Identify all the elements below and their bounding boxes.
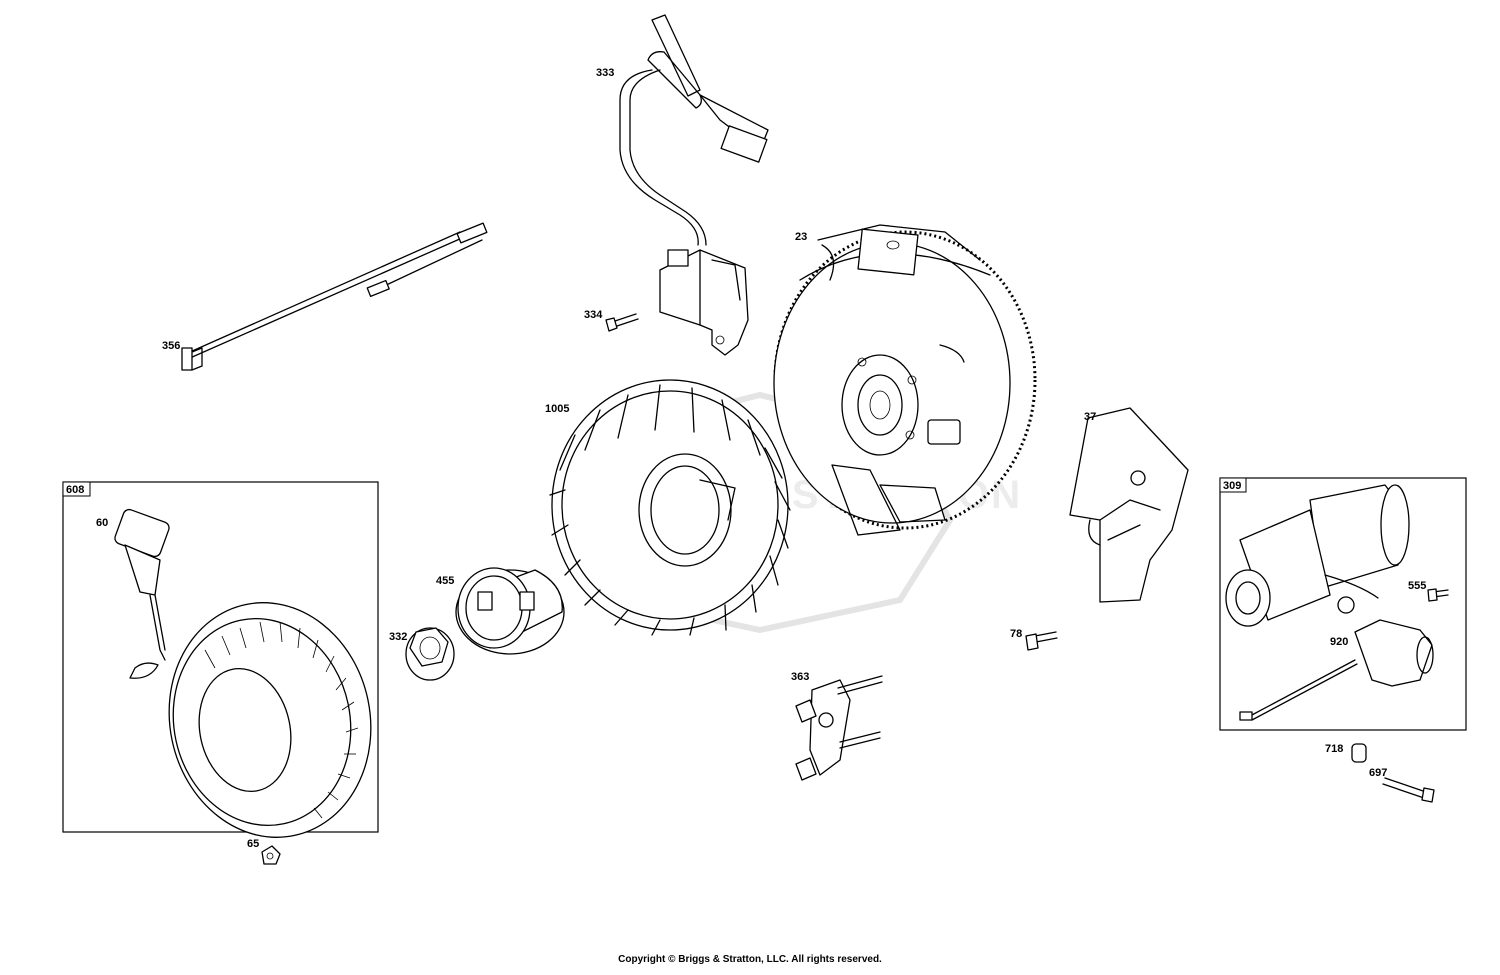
part-recoil-starter-group[interactable] <box>62 481 392 856</box>
callout-1005[interactable]: 1005 <box>545 403 569 415</box>
callout-555[interactable]: 555 <box>1408 580 1426 592</box>
callout-37[interactable]: 37 <box>1084 411 1096 423</box>
part-bolt-697[interactable] <box>1382 777 1435 803</box>
callout-78[interactable]: 78 <box>1010 628 1022 640</box>
callout-309[interactable]: 309 <box>1223 480 1241 492</box>
part-ignition-armature[interactable] <box>619 14 769 356</box>
part-screw-555[interactable] <box>1427 588 1449 602</box>
callout-363[interactable]: 363 <box>791 671 809 683</box>
copyright-notice: Copyright © Briggs & Stratton, LLC. All … <box>618 954 882 965</box>
callout-23[interactable]: 23 <box>795 231 807 243</box>
part-flywheel[interactable] <box>773 224 1037 536</box>
part-bracket[interactable] <box>1069 407 1189 603</box>
callout-697[interactable]: 697 <box>1369 767 1387 779</box>
callout-333[interactable]: 333 <box>596 67 614 79</box>
part-screw-78[interactable] <box>1025 631 1058 651</box>
callout-356[interactable]: 356 <box>162 340 180 352</box>
callout-60[interactable]: 60 <box>96 517 108 529</box>
part-screw-334[interactable] <box>605 313 639 332</box>
part-starter-motor-group[interactable] <box>1219 477 1467 731</box>
part-mount-bracket[interactable] <box>795 675 883 781</box>
callout-65[interactable]: 65 <box>247 838 259 850</box>
callout-920[interactable]: 920 <box>1330 636 1348 648</box>
part-fan[interactable] <box>549 379 791 636</box>
callout-334[interactable]: 334 <box>584 309 603 321</box>
part-ground-wire[interactable] <box>181 222 488 371</box>
part-bushing[interactable] <box>1351 743 1367 763</box>
part-screw-65[interactable] <box>261 845 281 865</box>
callout-608[interactable]: 608 <box>66 484 84 496</box>
part-starter-cup[interactable] <box>455 567 565 655</box>
part-flange-nut[interactable] <box>405 627 455 681</box>
callout-332[interactable]: 332 <box>389 631 407 643</box>
callout-455[interactable]: 455 <box>436 575 454 587</box>
callout-718[interactable]: 718 <box>1325 743 1343 755</box>
